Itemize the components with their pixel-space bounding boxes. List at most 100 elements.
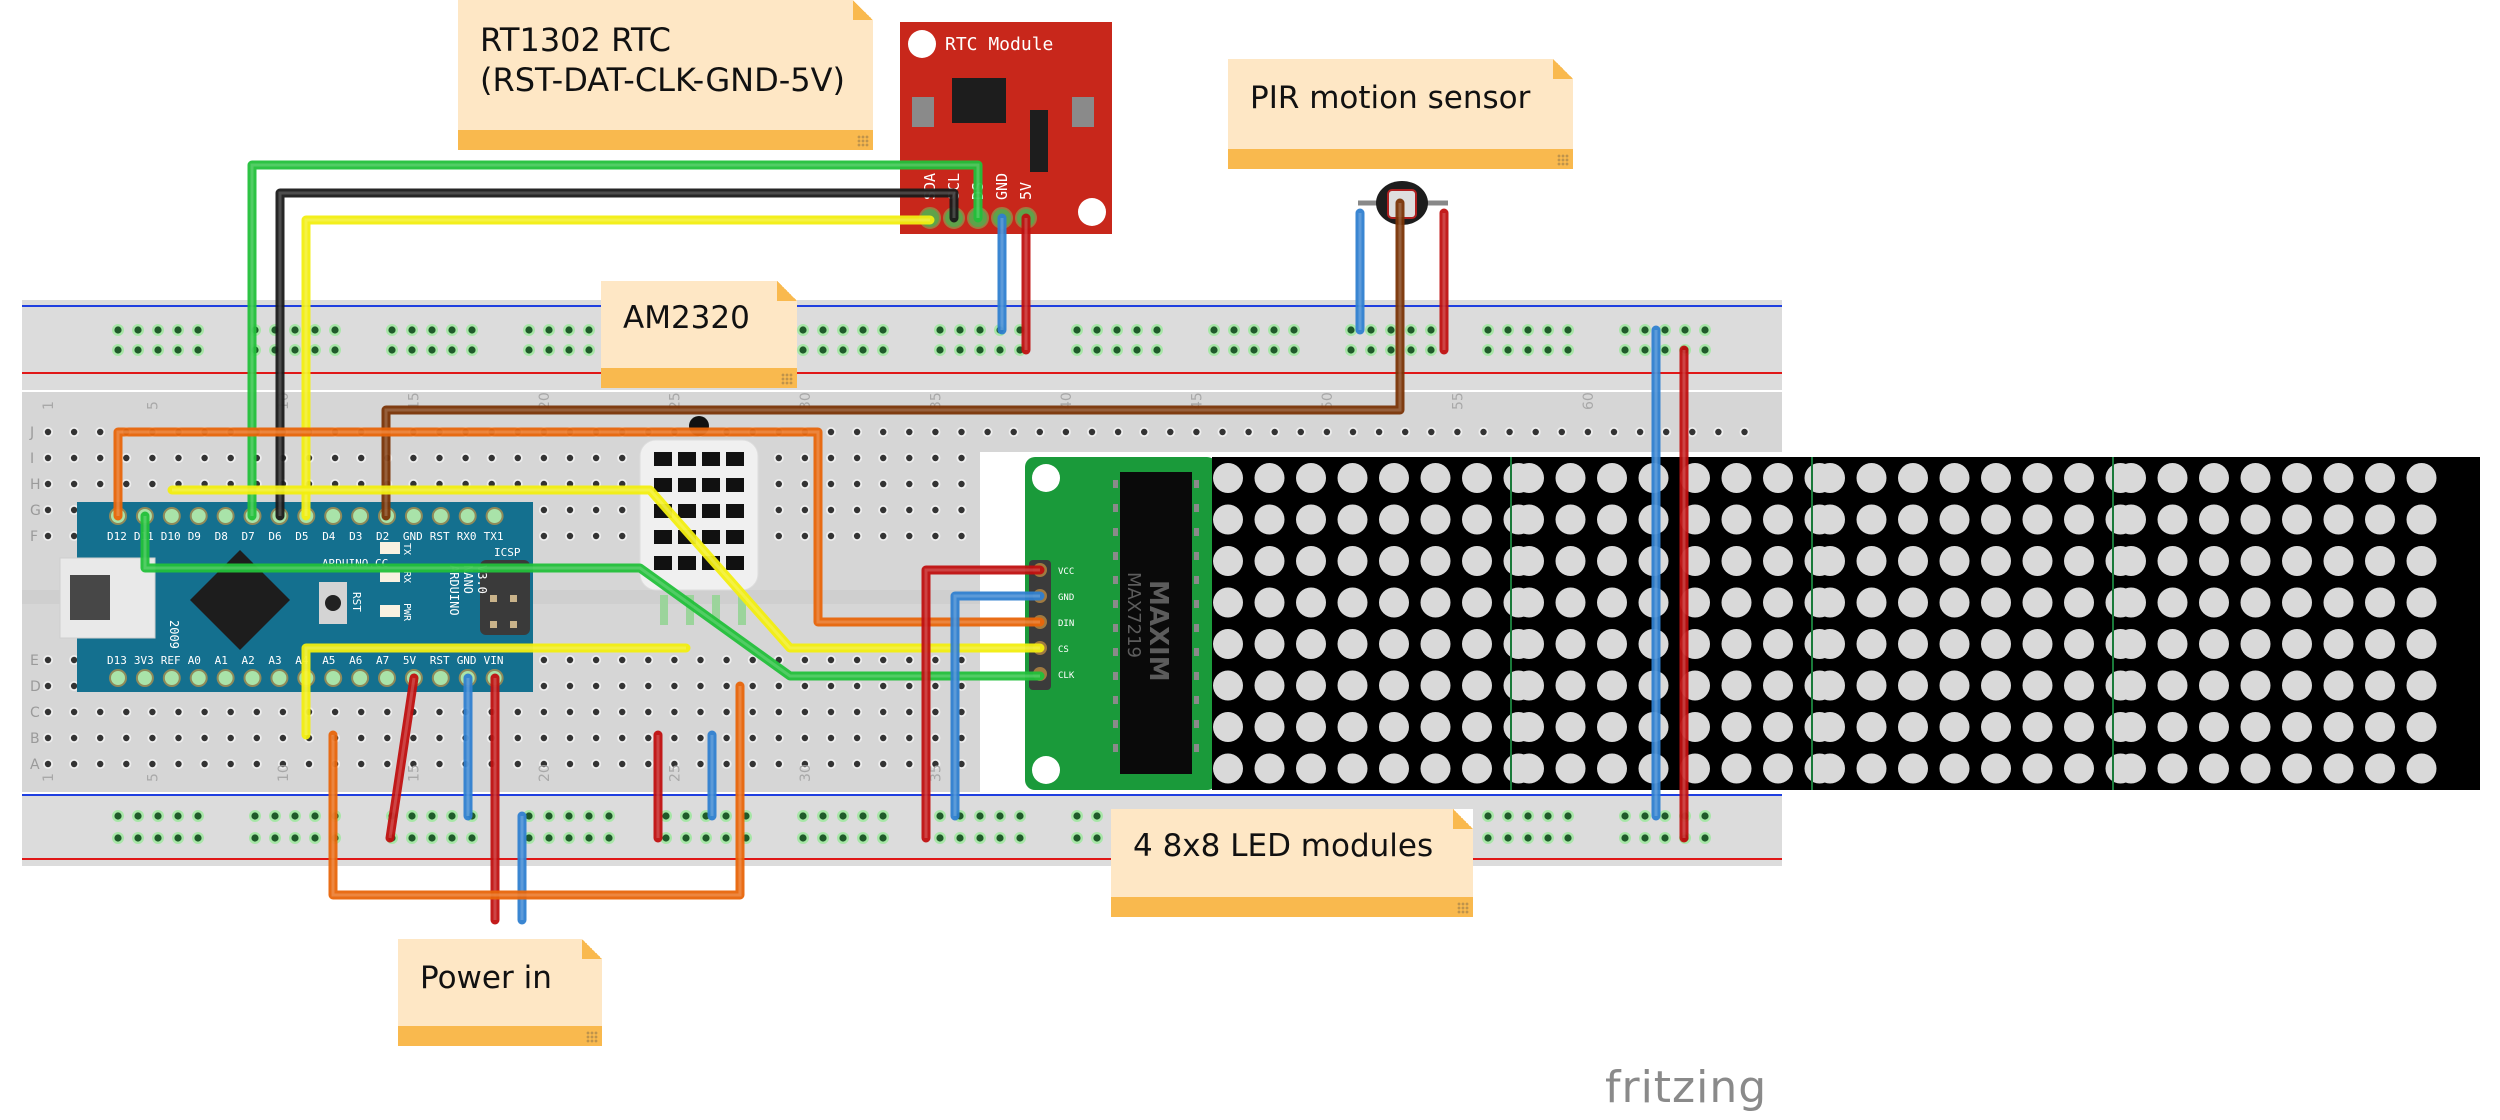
breadboard-hole	[827, 506, 835, 514]
breadboard-hole	[253, 708, 260, 716]
breadboard-hole	[671, 760, 678, 768]
breadboard-hole	[697, 656, 704, 664]
note-fold-icon	[1553, 59, 1573, 79]
column-number: 20	[537, 764, 553, 782]
am2320-pin	[712, 595, 720, 625]
breadboard-hole	[645, 734, 652, 742]
breadboard-hole	[410, 760, 417, 768]
rail-hole	[291, 834, 299, 842]
led-dot	[1981, 712, 2011, 742]
breadboard-hole	[410, 734, 417, 742]
max7219-chip	[1120, 472, 1192, 774]
led-dot	[2116, 546, 2146, 576]
rail-hole	[565, 834, 573, 842]
led-dot	[1597, 587, 1627, 618]
rail-hole	[1621, 834, 1629, 842]
led-dot	[1462, 546, 1492, 576]
rail-hole	[174, 834, 182, 842]
tx-led	[380, 542, 400, 554]
breadboard-hole	[201, 708, 208, 716]
breadboard-hole	[566, 532, 574, 540]
breadboard-hole	[801, 532, 809, 540]
breadboard-hole	[932, 428, 939, 436]
led-label: PWR	[401, 603, 412, 622]
column-number: 1	[41, 401, 57, 410]
breadboard-hole	[697, 734, 704, 742]
led-dot	[1721, 587, 1752, 618]
led-dot	[2064, 670, 2094, 701]
breadboard-hole	[619, 532, 626, 540]
resize-grip-icon[interactable]	[1557, 154, 1569, 166]
column-number: 60	[1581, 392, 1597, 410]
led-dot	[2282, 504, 2312, 535]
resize-grip-icon[interactable]	[857, 135, 869, 147]
breadboard-hole	[566, 656, 574, 664]
header-pin	[458, 507, 477, 525]
note-pir[interactable]: PIR motion sensor	[1228, 59, 1573, 169]
note-am2320[interactable]: AM2320	[601, 281, 797, 388]
rail-hole	[271, 812, 279, 820]
led-dot	[2240, 587, 2271, 618]
rail-hole	[545, 326, 553, 334]
breadboard-hole	[175, 708, 182, 716]
rail-hole	[114, 812, 122, 820]
led-dot	[1597, 670, 1627, 701]
led-dot	[1898, 712, 1928, 742]
note-power-text: Power in	[420, 960, 552, 996]
breadboard-hole	[592, 454, 600, 462]
breadboard-hole	[958, 708, 965, 716]
led-dot	[2157, 463, 2188, 493]
header-pin	[431, 507, 450, 525]
reset-button[interactable]	[325, 595, 341, 611]
rail-hole	[585, 346, 593, 354]
wire-orange-loop-highlight	[331, 686, 742, 897]
breadboard-hole	[749, 682, 756, 690]
led-dot	[1296, 629, 1326, 659]
rail-hole	[859, 346, 867, 354]
breadboard-hole	[175, 760, 182, 768]
breadboard-hole	[253, 760, 260, 768]
led-dot	[2199, 587, 2229, 618]
breadboard-hole	[279, 708, 287, 716]
header-pin	[216, 507, 235, 525]
rx-led	[380, 570, 400, 582]
led-dot	[2064, 712, 2094, 742]
led-dot	[1379, 504, 1409, 535]
grille-slot	[702, 452, 720, 466]
breadboard-hole	[671, 708, 678, 716]
am2320-pin	[660, 595, 668, 625]
pin-label: D12	[107, 530, 127, 543]
led-dot	[1856, 504, 1887, 535]
note-power-in[interactable]: Power in	[398, 939, 602, 1046]
chip-leg	[1194, 648, 1199, 656]
breadboard-hole	[906, 656, 913, 664]
led-dot	[1296, 546, 1326, 576]
led-dot	[2022, 463, 2053, 493]
breadboard-hole	[279, 760, 287, 768]
resize-grip-icon[interactable]	[781, 373, 793, 385]
resize-grip-icon[interactable]	[586, 1031, 598, 1043]
rail-hole	[154, 326, 162, 334]
breadboard-hole	[880, 708, 887, 716]
rail-hole	[468, 346, 476, 354]
column-number: 30	[798, 764, 814, 782]
rail-hole	[448, 812, 456, 820]
resize-grip-icon[interactable]	[1457, 902, 1469, 914]
max7219-pin-label: CLK	[1058, 671, 1075, 681]
breadboard-hole	[566, 760, 574, 768]
rail-hole	[1290, 326, 1298, 334]
rail-hole	[976, 834, 984, 842]
row-letter: C	[30, 705, 40, 721]
rail-hole	[331, 326, 339, 334]
rtc-mount-hole	[908, 30, 936, 58]
note-rtc[interactable]: RT1302 RTC (RST-DAT-CLK-GND-5V)	[458, 0, 873, 150]
rail-hole	[1407, 346, 1415, 354]
max7219-pin-label: VCC	[1058, 567, 1074, 577]
pin-label: 3V3	[134, 654, 154, 667]
led-dot	[1462, 587, 1492, 618]
note-led-modules[interactable]: 4 8x8 LED modules	[1111, 809, 1473, 917]
rail-hole	[1701, 834, 1709, 842]
breadboard-hole	[227, 708, 234, 716]
rail-hole	[114, 834, 122, 842]
